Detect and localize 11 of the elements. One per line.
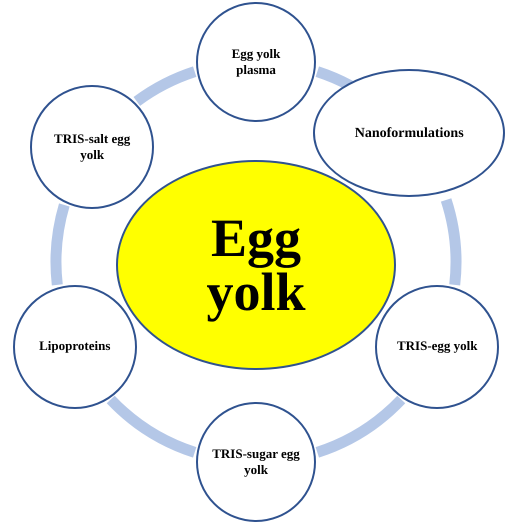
connector-arc: [315, 395, 406, 458]
node-label: Lipoproteins: [39, 338, 110, 355]
connector-arc: [50, 204, 70, 286]
connector-arc: [134, 66, 197, 106]
node-label: Nanoformulations: [354, 124, 464, 142]
node-label: TRIS-egg yolk: [396, 338, 478, 355]
node-label: Egg yolk plasma: [230, 46, 282, 78]
connector-arc: [106, 395, 197, 458]
connector-arc: [440, 198, 462, 286]
node-label: TRIS-salt egg yolk: [53, 131, 132, 164]
node-label: TRIS-sugar egg yolk: [211, 446, 301, 478]
